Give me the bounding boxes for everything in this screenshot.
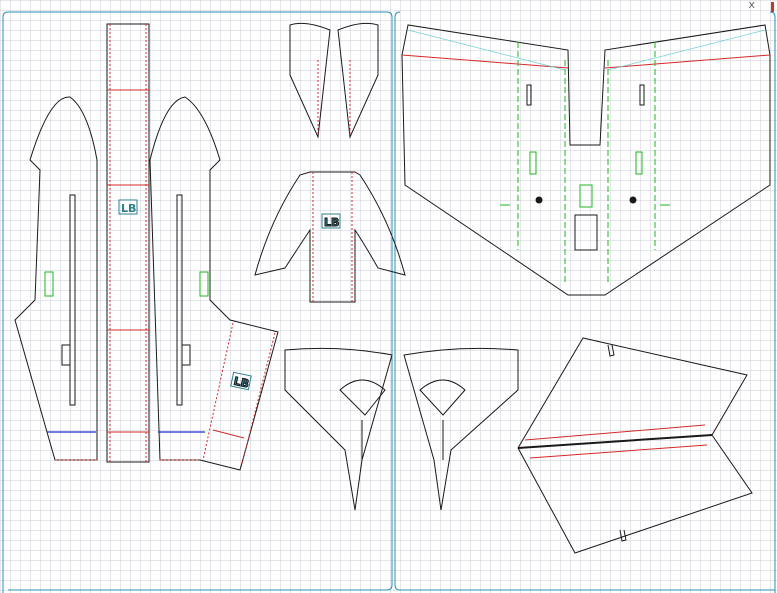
fuselage-spine-strip[interactable]: LB (106, 23, 150, 463)
logo-badge (230, 371, 252, 391)
mount-hole (629, 196, 637, 204)
logo-text: LB (121, 202, 136, 215)
logo-text: LB (232, 375, 250, 391)
corner-marker (771, 2, 774, 12)
vertical-fins[interactable] (289, 22, 379, 139)
fuselage-top[interactable]: LB (254, 171, 406, 303)
logo-text: LB (324, 216, 339, 229)
close-button[interactable]: x (748, 0, 755, 11)
mount-hole (535, 196, 543, 204)
horizontal-stabilizer[interactable] (517, 337, 753, 554)
main-wing[interactable] (401, 24, 771, 296)
sheet-borders (2, 11, 776, 593)
fuselage-side-left[interactable] (14, 96, 98, 461)
logo-badge (118, 199, 138, 215)
canard-pair[interactable] (284, 347, 519, 511)
fuselage-side-right[interactable]: LB (149, 96, 279, 471)
logo-badge (321, 213, 341, 229)
